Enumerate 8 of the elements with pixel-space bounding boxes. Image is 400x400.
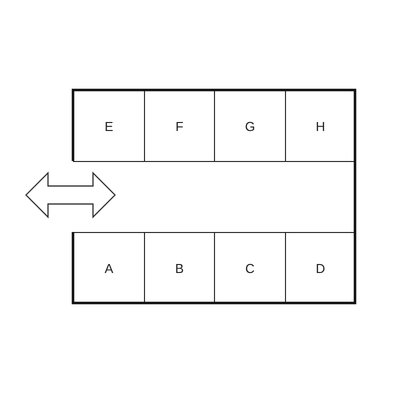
room-label: F — [176, 118, 184, 134]
room-label: D — [316, 260, 326, 276]
room-label: G — [244, 118, 256, 134]
room-label: C — [245, 260, 255, 276]
room-label: B — [175, 260, 184, 276]
room-label: A — [104, 260, 114, 276]
room-label: E — [104, 118, 114, 134]
room-label: H — [316, 118, 326, 134]
